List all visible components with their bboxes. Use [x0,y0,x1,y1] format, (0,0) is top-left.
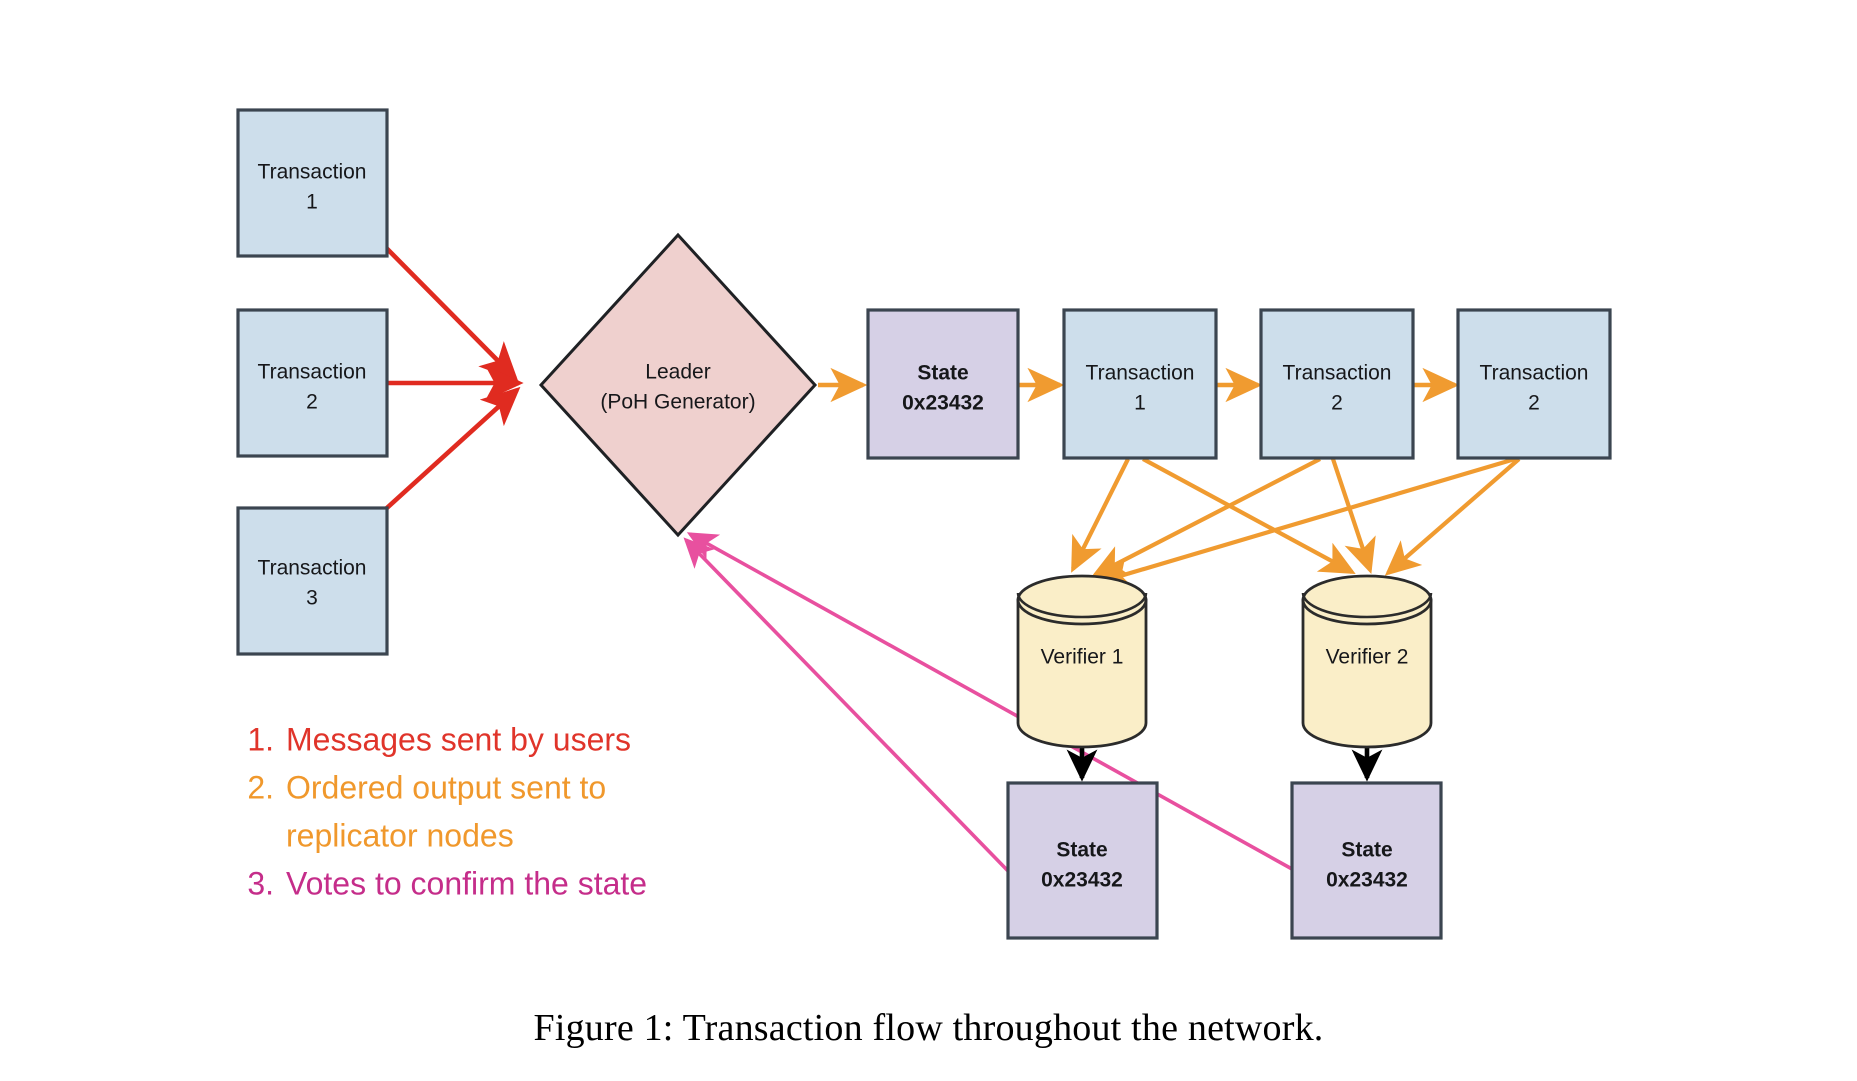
legend-item-1-label: Messages sent by users [286,721,631,757]
figure-caption: Figure 1: Transaction flow throughout th… [533,1007,1324,1049]
arrow-entry2-to-verifier1 [1091,457,1321,577]
legend-item-2-label: Ordered output sent to [286,769,606,805]
verifier-state-box-2[interactable]: State 0x23432 [1290,781,1443,940]
verifier-state-1-line2: 0x23432 [1041,869,1123,892]
transaction-box-1[interactable]: Transaction 1 [236,108,389,258]
transaction-box-3-line1: Transaction [258,557,367,580]
arrow-entry1-to-verifier2 [1142,457,1356,574]
transaction-box-1-line1: Transaction [258,161,367,184]
output-entry-3[interactable]: Transaction 2 [1456,308,1612,460]
output-entry-3-line1: Transaction [1480,362,1589,385]
legend-item-1-number: 1. [247,721,274,757]
output-entry-1-line2: 1 [1134,392,1146,415]
output-entry-2[interactable]: Transaction 2 [1259,308,1415,460]
legend-item-3-label: Votes to confirm the state [286,865,647,901]
legend-item-2-number: 2. [247,769,274,805]
output-state-line1: State [917,362,968,385]
output-entry-2-line1: Transaction [1283,362,1392,385]
transaction-box-2-line2: 2 [306,391,318,414]
replication-arrows [1071,456,1521,589]
transaction-box-2[interactable]: Transaction 2 [236,308,389,458]
arrow-entry1-to-verifier1 [1071,458,1130,573]
output-state-box[interactable]: State 0x23432 [866,308,1020,460]
leader-label-line2: (PoH Generator) [600,391,755,414]
transaction-box-1-line2: 1 [306,191,318,214]
transaction-box-3[interactable]: Transaction 3 [236,506,389,656]
output-state-line2: 0x23432 [902,392,984,415]
arrow-entry3-to-verifier2 [1384,457,1521,576]
arrow-state2-vote-to-leader [686,532,1293,871]
verifier-node-2-label: Verifier 2 [1326,646,1409,669]
verifier-state-1-line1: State [1056,839,1107,862]
verifier-node-1[interactable]: Verifier 1 [1016,574,1148,749]
verifier-state-2-line2: 0x23432 [1326,869,1408,892]
output-entry-3-line2: 2 [1528,392,1540,415]
transaction-box-2-line1: Transaction [258,361,367,384]
leader-label-line1: Leader [645,361,710,384]
output-entry-1[interactable]: Transaction 1 [1062,308,1218,460]
legend: 1. Messages sent by users 2. Ordered out… [247,721,647,901]
transaction-box-3-line2: 3 [306,587,318,610]
output-entry-1-line1: Transaction [1086,362,1195,385]
verifier-state-box-1[interactable]: State 0x23432 [1006,781,1159,940]
output-entry-2-line2: 2 [1331,392,1343,415]
leader-node[interactable]: Leader (PoH Generator) [538,232,818,538]
arrow-entry3-to-verifier1 [1095,456,1516,589]
verifier-node-2[interactable]: Verifier 2 [1301,574,1433,749]
arrow-entry2-to-verifier2 [1331,458,1376,574]
legend-item-2-label-cont: replicator nodes [286,817,514,853]
vote-arrows [683,532,1293,875]
legend-item-3-number: 3. [247,865,274,901]
arrow-state1-vote-to-leader [683,537,1012,875]
verifier-node-1-label: Verifier 1 [1041,646,1124,669]
verifier-state-2-line1: State [1341,839,1392,862]
